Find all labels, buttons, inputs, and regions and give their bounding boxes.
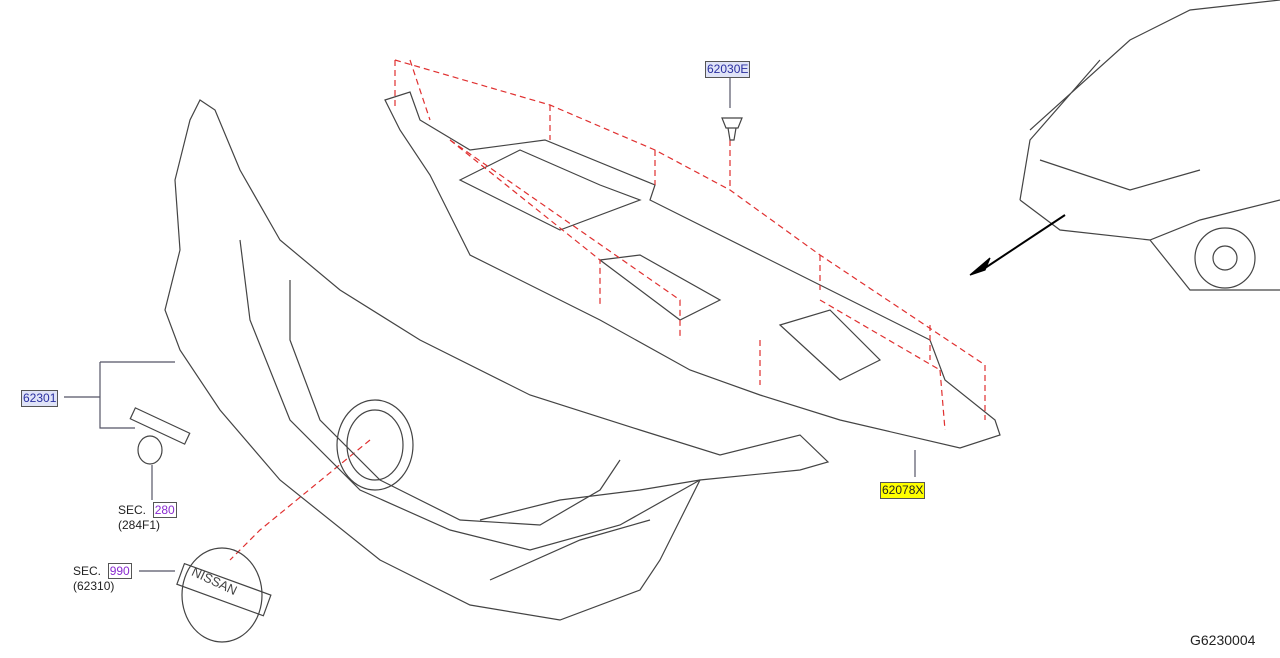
section-sub: (284F1) <box>118 518 161 532</box>
section-reference-990: SEC. 990 (62310) <box>73 563 132 594</box>
diagram-id: G6230004 <box>1190 632 1256 648</box>
sec-prefix: SEC. <box>118 503 147 517</box>
section-reference-280: SEC. 280 (284F1) <box>118 502 177 533</box>
sec-prefix: SEC. <box>73 564 102 578</box>
part-number-62030E[interactable]: 62030E <box>705 61 751 78</box>
grille-emblem-mount <box>336 399 414 491</box>
section-sub: (62310) <box>73 579 115 593</box>
part-number-62078X[interactable]: 62078X <box>880 482 926 499</box>
nissan-emblem-part: NISSAN <box>176 547 272 643</box>
clip-part <box>721 117 743 141</box>
leader-lines <box>64 76 916 572</box>
front-grille-part <box>164 99 830 621</box>
upper-shroud-part <box>384 91 1001 449</box>
vehicle-location-inset <box>969 0 1280 291</box>
assembly-dashed-lines <box>229 59 986 561</box>
emblem-lettering: NISSAN <box>189 564 239 598</box>
section-link-990[interactable]: 990 <box>107 563 132 579</box>
section-link-280[interactable]: 280 <box>152 502 177 518</box>
sensor-bracket-part <box>129 407 191 465</box>
part-number-62301[interactable]: 62301 <box>21 390 59 407</box>
